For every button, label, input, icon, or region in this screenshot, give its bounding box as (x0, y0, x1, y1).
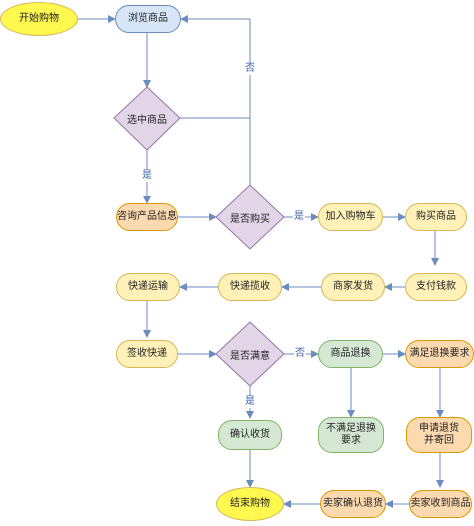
decision-select (113, 86, 181, 151)
seller-ship-node: 商家发货 (321, 273, 385, 301)
decision-buy-label: 是否购买 (230, 213, 270, 225)
confirm-receipt-node: 确认收货 (218, 420, 282, 450)
edge-decide-browse-no (180, 15, 251, 185)
end-node: 结束购物 (216, 487, 284, 521)
not-meet-return-node: 不满足退换要求 (318, 417, 384, 453)
sign-receive-node: 签收快递 (116, 340, 178, 368)
courier-transport-node: 快递运输 (116, 273, 180, 301)
courier-collect-node: 快递揽收 (218, 273, 282, 301)
seller-confirm-node: 卖家确认退货 (320, 490, 386, 518)
edge-label-no-satisfied: 否 (294, 348, 306, 360)
buy-node: 购买商品 (405, 203, 467, 231)
apply-return-node: 申请退货并寄回 (406, 417, 472, 453)
decision-satisfied-label: 是否满意 (230, 350, 270, 362)
pay-node: 支付钱款 (405, 273, 467, 301)
return-exchange-node: 商品退换 (318, 340, 383, 368)
edge-label-yes-buy: 是 (293, 211, 305, 223)
seller-receive-node: 卖家收到商品 (409, 490, 472, 518)
inquire-node: 咨询产品信息 (116, 203, 178, 231)
decision-select-label: 选中商品 (127, 114, 167, 126)
decision-satisfied (215, 321, 285, 387)
meet-return-node: 满足退换要求 (405, 340, 474, 368)
edge-label-yes-satisfied: 是 (244, 396, 256, 408)
edge-label-yes-select: 是 (141, 170, 153, 182)
add-cart-node: 加入购物车 (318, 203, 383, 231)
browse-node: 浏览商品 (115, 5, 181, 33)
decision-buy (215, 184, 285, 250)
edge-label-no-browse: 否 (244, 63, 256, 75)
start-node: 开始购物 (0, 2, 78, 36)
